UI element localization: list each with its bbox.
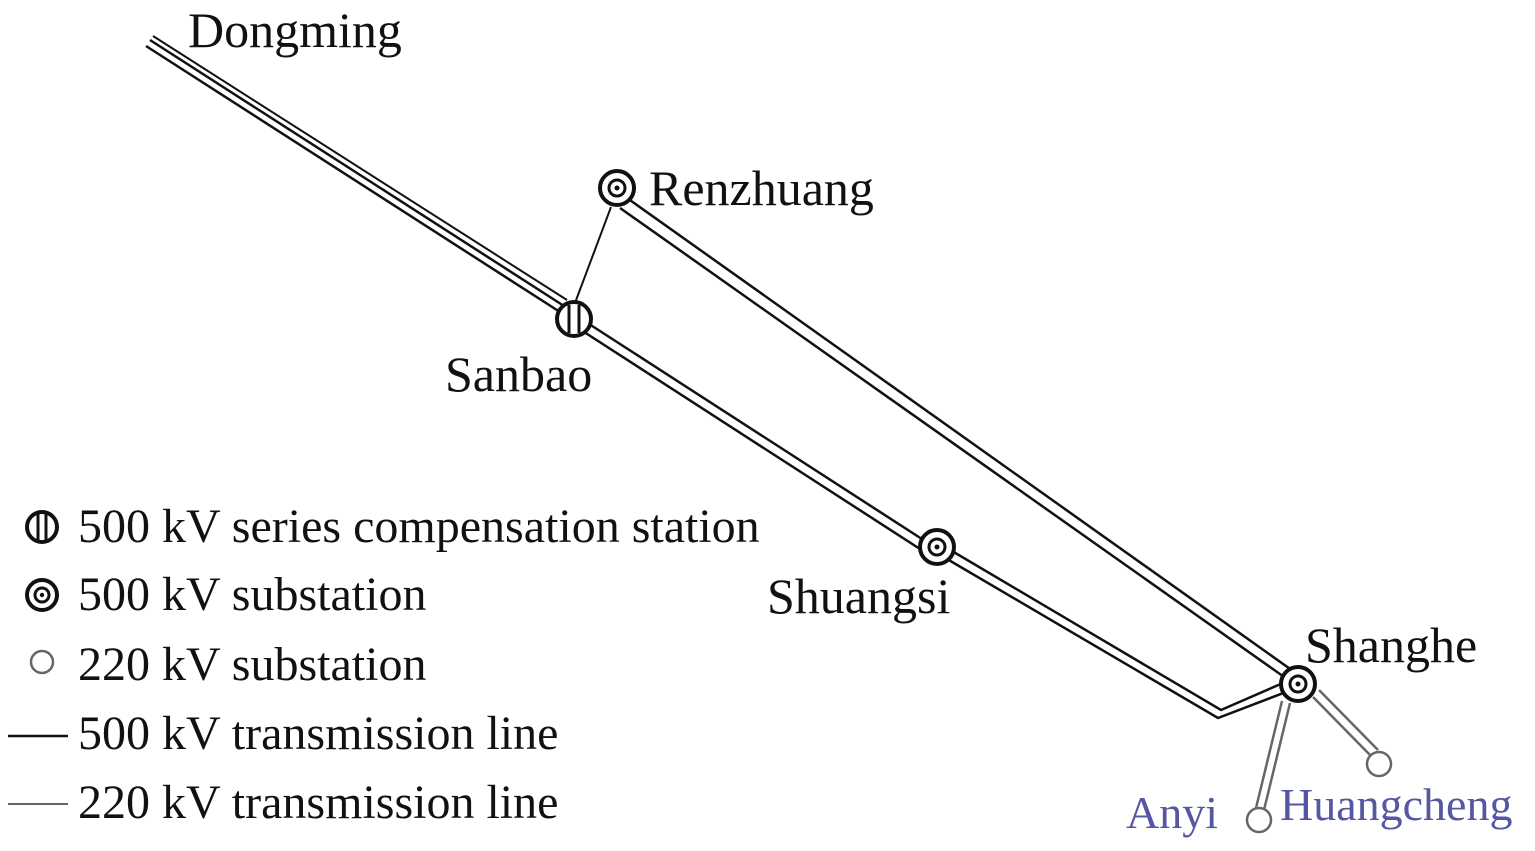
anyi-node	[1245, 806, 1273, 834]
legend-substation-500-icon	[25, 578, 59, 612]
line-sanbao-renzhuang	[574, 206, 612, 304]
dongming-label: Dongming	[188, 2, 402, 58]
legend-substation-500-label: 500 kV substation	[78, 568, 426, 621]
line-shuangsi-shanghe	[946, 549, 1287, 720]
anyi-label: Anyi	[1126, 787, 1218, 838]
shuangsi-label: Shuangsi	[767, 568, 950, 624]
legend-substation-220-icon	[29, 649, 55, 675]
legend-series-comp-label: 500 kV series compensation station	[78, 500, 760, 553]
line-renzhuang-shanghe	[619, 196, 1294, 681]
line-sanbao-shuangsi	[580, 320, 926, 551]
huangcheng-node	[1365, 750, 1393, 778]
line-dongming-sanbao	[145, 35, 568, 314]
legend-series-comp-icon	[25, 510, 59, 544]
legend: 500 kV series compensation station 500 k…	[8, 500, 760, 829]
line-shanghe-anyi	[1254, 700, 1292, 811]
legend-substation-220-label: 220 kV substation	[78, 638, 426, 691]
sanbao-label: Sanbao	[445, 346, 592, 402]
shanghe-node	[1279, 665, 1317, 703]
legend-line-500-label: 500 kV transmission line	[78, 707, 558, 760]
renzhuang-node	[598, 169, 636, 207]
huangcheng-label: Huangcheng	[1280, 779, 1512, 830]
renzhuang-label: Renzhuang	[649, 160, 874, 216]
shuangsi-node	[918, 528, 956, 566]
legend-line-220-label: 220 kV transmission line	[78, 776, 558, 829]
shanghe-label: Shanghe	[1305, 617, 1477, 673]
sanbao-node	[555, 300, 593, 338]
line-shanghe-huangcheng	[1312, 689, 1379, 758]
